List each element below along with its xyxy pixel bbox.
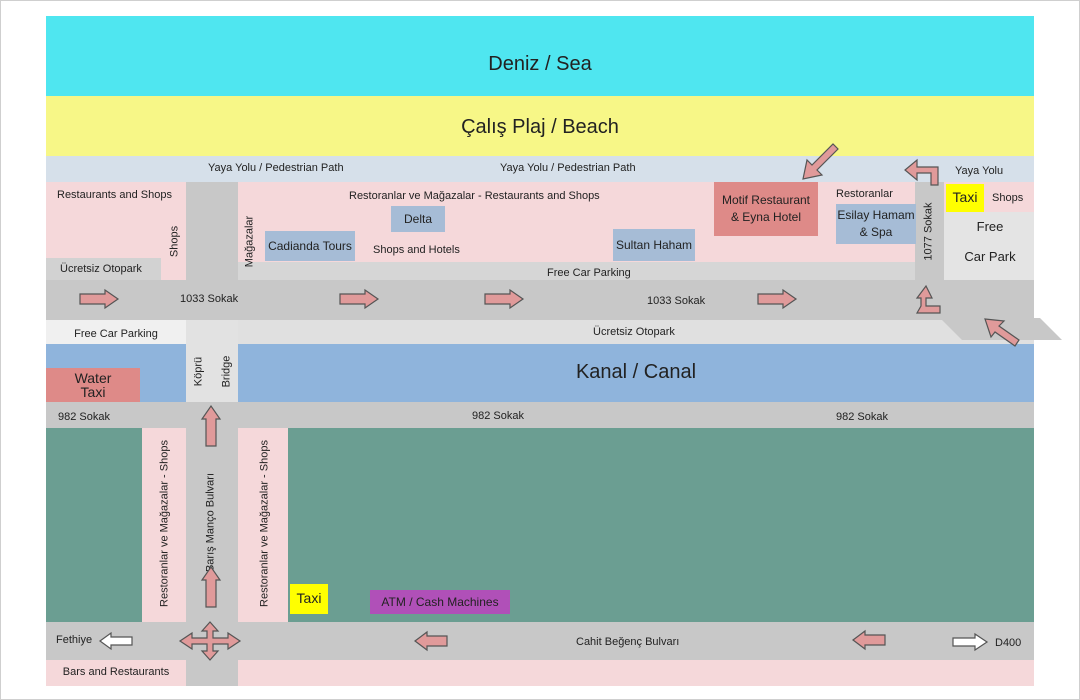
motif-restaurant-box: Motif Restaurant & Eyna Hotel bbox=[714, 182, 818, 236]
sokak-1033-road bbox=[46, 280, 1034, 320]
motif-restaurant-line1: Motif Restaurant bbox=[721, 193, 811, 208]
pedestrian-path-label: Yaya Yolu / Pedestrian Path bbox=[208, 162, 344, 174]
free-car-parking-left bbox=[46, 320, 186, 344]
ucretsiz-otopark-label: Ücretsiz Otopark bbox=[593, 326, 675, 338]
sokak-982-label: 982 Sokak bbox=[58, 411, 110, 423]
taxi-bottom-box: Taxi bbox=[290, 584, 328, 614]
arrow-right-icon bbox=[339, 288, 380, 310]
shops-vertical-label: Shops bbox=[168, 225, 181, 258]
sokak-1033-label: 1033 Sokak bbox=[647, 295, 706, 307]
arrow-left-icon bbox=[852, 629, 886, 651]
pedestrian-path bbox=[46, 156, 1034, 182]
bridge bbox=[186, 320, 238, 402]
arrow-right-outline-icon bbox=[952, 632, 989, 652]
car-park-right bbox=[944, 212, 1034, 280]
sokak-1077-road bbox=[915, 182, 944, 282]
motif-restaurant-line2: & Eyna Hotel bbox=[730, 210, 802, 224]
sea-zone bbox=[46, 16, 1034, 96]
free-car-park-label: Free bbox=[976, 219, 1004, 234]
fethiye-label: Fethiye bbox=[56, 634, 93, 646]
canal bbox=[238, 344, 1034, 402]
arrow-up-icon bbox=[200, 565, 222, 608]
kopru-label: Köprü bbox=[192, 356, 205, 387]
free-car-parking-top-label: Free Car Parking bbox=[547, 267, 631, 279]
taxi-top-box: Taxi bbox=[946, 184, 984, 212]
free-car-park-label: Car Park bbox=[964, 249, 1016, 264]
sokak-1033-label: 1033 Sokak bbox=[180, 293, 239, 305]
canal-label: Kanal / Canal bbox=[575, 361, 697, 383]
arrow-left-outline-icon bbox=[98, 631, 133, 651]
beach-label: Çalış Plaj / Beach bbox=[461, 116, 619, 138]
restaurants-shops-label: Restaurants and Shops bbox=[57, 189, 172, 201]
water-taxi-line1: Water bbox=[74, 370, 112, 386]
pedestrian-path-label: Yaya Yolu bbox=[955, 165, 1004, 177]
arrow-up-icon bbox=[200, 404, 222, 447]
arrow-right-icon bbox=[484, 288, 525, 310]
arrow-four-way-icon bbox=[178, 621, 242, 661]
restoranlar-long-label: Restoranlar ve Mağazalar - Restaurants a… bbox=[349, 190, 600, 202]
restoranlar-shops-vertical: Restoranlar ve Mağazalar - Shops bbox=[258, 440, 271, 607]
esilay-line2: & Spa bbox=[859, 225, 893, 239]
magazalar-vertical-label: Mağazalar bbox=[243, 215, 256, 268]
free-parking-strip bbox=[238, 262, 915, 280]
arrow-right-icon bbox=[757, 288, 798, 310]
sokak-982-label: 982 Sokak bbox=[472, 410, 524, 422]
arrow-right-icon bbox=[79, 288, 120, 310]
cadianda-tours-box: Cadianda Tours bbox=[265, 231, 355, 261]
arrow-bent-up-icon bbox=[915, 284, 941, 314]
ucretsiz-otopark-strip bbox=[238, 320, 1034, 344]
green-zone-main bbox=[288, 428, 1034, 622]
beach-zone bbox=[46, 96, 1034, 156]
sokak-1077-label: 1077 Sokak bbox=[922, 202, 935, 261]
otopark-left bbox=[46, 258, 161, 280]
shops-right-label: Shops bbox=[992, 192, 1024, 204]
arrow-bent-up-icon bbox=[903, 158, 939, 186]
esilay-hamam-box: Esilay Hamam & Spa bbox=[836, 204, 916, 244]
bars-strip-left bbox=[46, 660, 186, 686]
vertical-road-north bbox=[186, 182, 238, 282]
restoranlar-shops-vertical: Restoranlar ve Mağazalar - Shops bbox=[158, 440, 171, 607]
d400-label: D400 bbox=[995, 637, 1022, 649]
shops-hotels-label: Shops and Hotels bbox=[373, 244, 460, 256]
arrow-up-left-icon bbox=[984, 318, 1020, 348]
restoranlar-right-label: Restoranlar bbox=[836, 188, 893, 200]
atm-box: ATM / Cash Machines bbox=[370, 590, 510, 614]
water-taxi-box: Water Taxi bbox=[46, 368, 140, 402]
water-taxi-line2: Taxi bbox=[80, 384, 106, 400]
sea-label: Deniz / Sea bbox=[488, 53, 592, 75]
delta-box: Delta bbox=[391, 206, 445, 232]
bars-strip-right bbox=[238, 660, 1034, 686]
shops-strip-v2 bbox=[238, 428, 288, 622]
bridge-label: Bridge bbox=[220, 355, 233, 388]
arrow-down-left-icon bbox=[802, 142, 840, 180]
pedestrian-path-label: Yaya Yolu / Pedestrian Path bbox=[500, 162, 636, 174]
shops-strip-v1 bbox=[142, 428, 186, 622]
ucretsiz-otopark-left-label: Ücretsiz Otopark bbox=[60, 263, 142, 275]
green-zone-left bbox=[46, 428, 142, 622]
free-car-parking-label: Free Car Parking bbox=[74, 328, 158, 340]
bars-restaurants-label: Bars and Restaurants bbox=[62, 666, 170, 678]
arrow-left-icon bbox=[414, 630, 448, 652]
cahit-begenc-label: Cahit Beğenç Bulvarı bbox=[576, 636, 680, 648]
esilay-line1: Esilay Hamam bbox=[837, 208, 915, 223]
sultan-haham-box: Sultan Haham bbox=[613, 229, 695, 261]
baris-manco-label: Barış Manço Bulvarı bbox=[204, 472, 217, 573]
sokak-982-label: 982 Sokak bbox=[836, 411, 888, 423]
